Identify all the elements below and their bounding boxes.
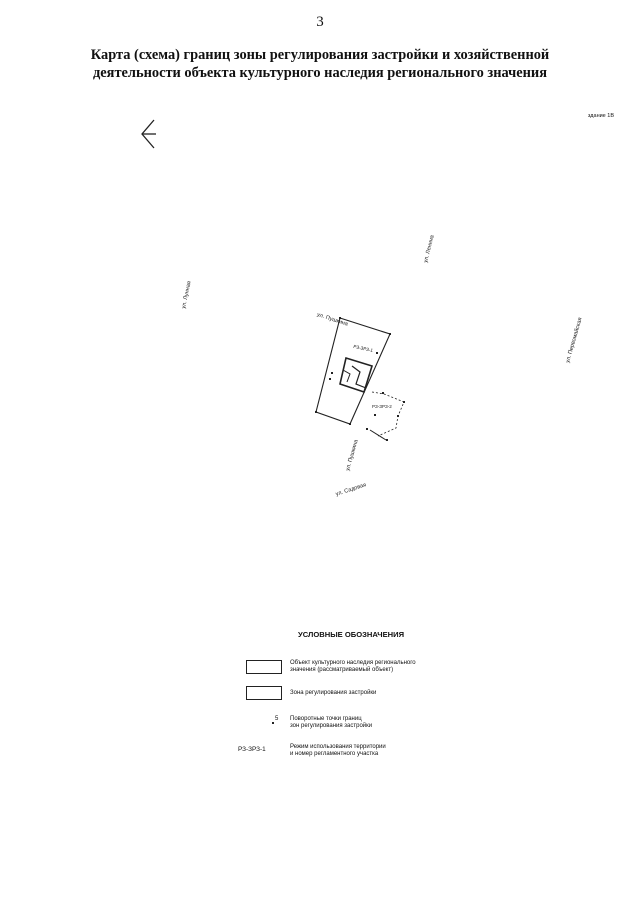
legend-item: 5 Поворотные точки границ зон регулирова… [240,714,490,738]
turning-point [397,415,399,417]
turning-point [386,439,388,441]
legend-item-label: Поворотные точки границ [290,716,362,722]
page-title-line-1: Карта (схема) границ зоны регулирования … [90,47,550,63]
turning-point [315,411,317,413]
turning-point [389,333,391,335]
legend-item: РЗ-ЗРЗ-1 Режим использования территории … [238,742,490,766]
turning-point [376,352,378,354]
heritage-object-outline [339,356,373,394]
turning-point [403,401,405,403]
legend-item-label: Объект культурного наследия региональног… [290,660,416,666]
turning-points [315,317,405,441]
legend-item-label: и номер регламентного участка [290,751,379,758]
road-line [369,429,387,441]
page-title-line-2: деятельности объекта культурного наследи… [93,65,547,81]
legend-item-label: Режим использования территории [290,744,386,750]
secondary-zone-boundary [371,391,405,437]
legend-item: Зона регулирования застройки [240,684,490,708]
turning-point [331,372,333,374]
turning-point [374,414,376,416]
outline-box-icon [242,660,282,676]
turning-point [339,317,341,319]
zone-code-symbol: РЗ-ЗРЗ-1 [238,746,266,753]
legend-item: Объект культурного наследия региональног… [240,658,490,682]
legend-item-label: значения (рассматриваемый объект) [290,667,394,674]
zone-code-label: РЗ-ЗРЗ-2 [372,404,392,409]
point-number: 5 [275,716,279,722]
north-arrow-icon [141,119,156,149]
turning-point-icon: 5 [242,714,280,730]
turning-point [349,423,351,425]
page-title: Карта (схема) границ зоны регулирования … [40,46,600,82]
zone-box-icon [242,686,282,702]
legend-title: УСЛОВНЫЕ ОБОЗНАЧЕНИЯ [298,630,405,639]
map-corner-label: здание 1В [587,113,614,119]
legend-item-label: зон регулирования застройки [290,723,373,730]
turning-point [382,392,384,394]
building-wing [342,369,351,383]
legend-item-label: Зона регулирования застройки [290,690,377,696]
turning-point [366,428,368,430]
turning-point [329,378,331,380]
page-number: 3 [316,14,324,30]
building-outline [351,365,367,389]
